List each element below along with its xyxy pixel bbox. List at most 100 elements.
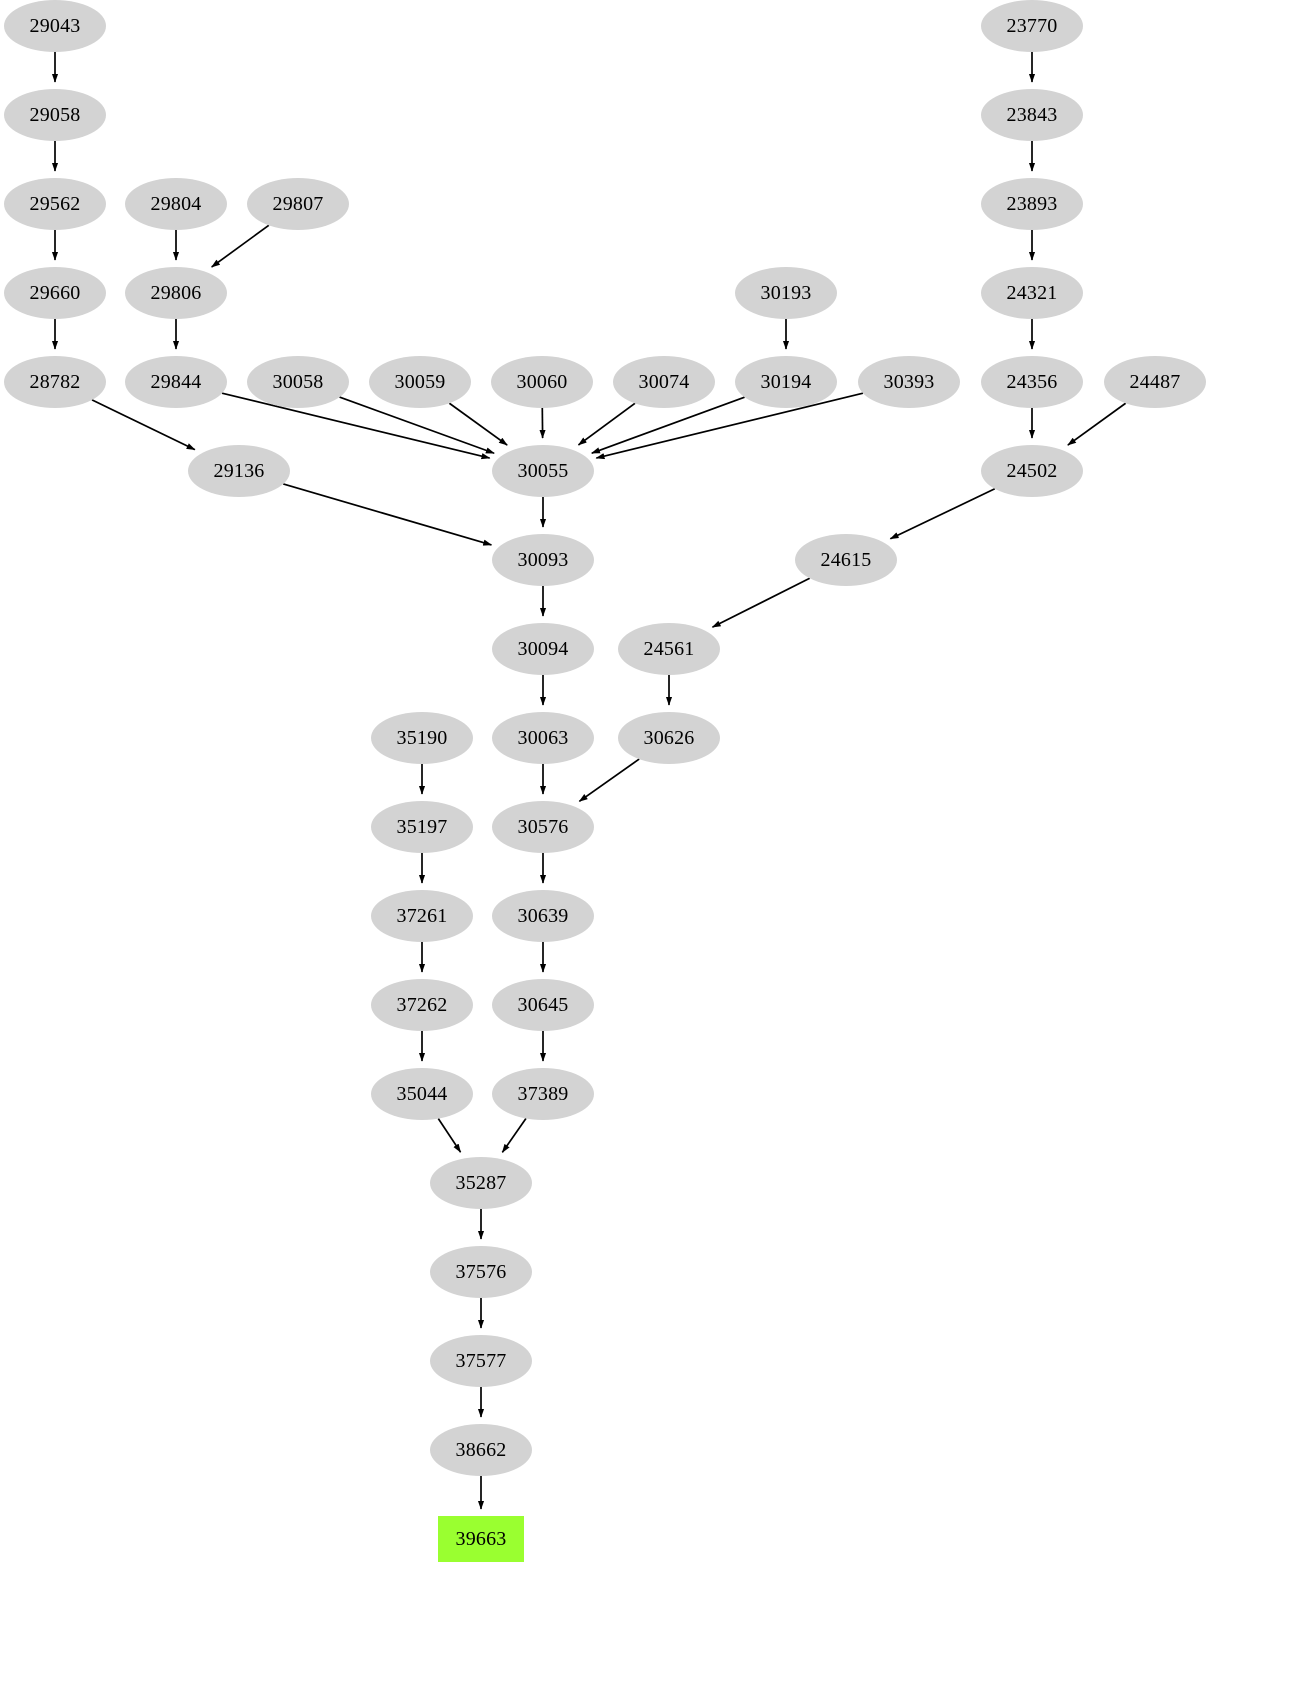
graph-node-24615[interactable]: 24615: [795, 534, 897, 586]
graph-node-label: 29807: [272, 193, 324, 215]
graph-node-label: 30393: [883, 371, 935, 393]
graph-node-30194[interactable]: 30194: [735, 356, 837, 408]
graph-node-label: 24615: [820, 549, 872, 571]
graph-node-label: 35044: [396, 1083, 448, 1105]
graph-node-29807[interactable]: 29807: [247, 178, 349, 230]
graph-node-35044[interactable]: 35044: [371, 1068, 473, 1120]
graph-node-label: 30193: [760, 282, 812, 304]
graph-node-label: 30063: [517, 727, 569, 749]
graph-edge: [577, 402, 636, 446]
graph-node-label: 39663: [455, 1528, 507, 1550]
graph-node-label: 30645: [517, 994, 569, 1016]
graph-node-30094[interactable]: 30094: [492, 623, 594, 675]
graph-node-label: 30639: [517, 905, 569, 927]
graph-node-label: 30059: [394, 371, 446, 393]
graph-node-29660[interactable]: 29660: [4, 267, 106, 319]
graph-node-label: 37389: [517, 1083, 569, 1105]
graph-node-label: 29804: [150, 193, 202, 215]
graph-node-23770[interactable]: 23770: [981, 0, 1083, 52]
graph-node-label: 30576: [517, 816, 569, 838]
graph-node-label: 30060: [516, 371, 568, 393]
graph-node-24356[interactable]: 24356: [981, 356, 1083, 408]
graph-node-label: 37577: [455, 1350, 507, 1372]
graph-node-30093[interactable]: 30093: [492, 534, 594, 586]
graph-node-30055[interactable]: 30055: [492, 445, 594, 497]
graph-node-label: 37261: [396, 905, 448, 927]
graph-node-29806[interactable]: 29806: [125, 267, 227, 319]
graph-node-28782[interactable]: 28782: [4, 356, 106, 408]
graph-node-label: 30094: [517, 638, 569, 660]
graph-node-label: 23770: [1006, 15, 1058, 37]
graph-node-label: 37576: [455, 1261, 507, 1283]
graph-node-30576[interactable]: 30576: [492, 801, 594, 853]
graph-node-label: 30058: [272, 371, 324, 393]
graph-node-30626[interactable]: 30626: [618, 712, 720, 764]
graph-node-label: 37262: [396, 994, 448, 1016]
graph-node-29562[interactable]: 29562: [4, 178, 106, 230]
graph-node-label: 29806: [150, 282, 202, 304]
graph-node-label: 29136: [213, 460, 265, 482]
graph-node-label: 29844: [150, 371, 202, 393]
graph-node-label: 28782: [29, 371, 81, 393]
graph-edge: [437, 1118, 462, 1153]
graph-node-29058[interactable]: 29058: [4, 89, 106, 141]
graph-node-35190[interactable]: 35190: [371, 712, 473, 764]
graph-edge: [578, 758, 640, 802]
graph-node-39663[interactable]: 39663: [438, 1516, 524, 1562]
graph-node-30059[interactable]: 30059: [369, 356, 471, 408]
graph-node-37261[interactable]: 37261: [371, 890, 473, 942]
graph-edge: [1067, 402, 1127, 446]
graph-node-29844[interactable]: 29844: [125, 356, 227, 408]
graph-node-30063[interactable]: 30063: [492, 712, 594, 764]
graph-node-label: 30074: [638, 371, 690, 393]
graph-node-label: 24502: [1006, 460, 1058, 482]
graph-node-label: 29562: [29, 193, 81, 215]
graph-node-label: 29660: [29, 282, 81, 304]
graph-edge: [282, 483, 493, 546]
graph-node-37576[interactable]: 37576: [430, 1246, 532, 1298]
graph-node-38662[interactable]: 38662: [430, 1424, 532, 1476]
graph-node-29136[interactable]: 29136: [188, 445, 290, 497]
graph-node-35287[interactable]: 35287: [430, 1157, 532, 1209]
graph-node-24502[interactable]: 24502: [981, 445, 1083, 497]
graph-node-30074[interactable]: 30074: [613, 356, 715, 408]
graph-edge: [711, 577, 811, 628]
graph-node-label: 23893: [1006, 193, 1058, 215]
graph-node-29043[interactable]: 29043: [4, 0, 106, 52]
graph-node-37389[interactable]: 37389: [492, 1068, 594, 1120]
graph-node-label: 30093: [517, 549, 569, 571]
graph-node-30193[interactable]: 30193: [735, 267, 837, 319]
graph-node-label: 30194: [760, 371, 812, 393]
graph-edge: [211, 224, 270, 268]
graph-node-label: 30626: [643, 727, 695, 749]
graph-node-24321[interactable]: 24321: [981, 267, 1083, 319]
graph-node-label: 24487: [1129, 371, 1181, 393]
graph-node-23843[interactable]: 23843: [981, 89, 1083, 141]
graph-node-37577[interactable]: 37577: [430, 1335, 532, 1387]
graph-node-30393[interactable]: 30393: [858, 356, 960, 408]
graph-node-35197[interactable]: 35197: [371, 801, 473, 853]
graph-edge: [501, 1118, 527, 1153]
graph-node-label: 35190: [396, 727, 448, 749]
graph-node-label: 24561: [643, 638, 695, 660]
graph-node-label: 29043: [29, 15, 81, 37]
graph-node-label: 30055: [517, 460, 569, 482]
graph-node-label: 35197: [396, 816, 448, 838]
graph-node-label: 29058: [29, 104, 81, 126]
graph-node-37262[interactable]: 37262: [371, 979, 473, 1031]
graph-node-label: 38662: [455, 1439, 507, 1461]
graph-edge: [889, 488, 996, 540]
graph-node-24561[interactable]: 24561: [618, 623, 720, 675]
graph-edge: [448, 402, 508, 446]
graph-node-label: 24321: [1006, 282, 1058, 304]
graph-node-30058[interactable]: 30058: [247, 356, 349, 408]
graph-node-label: 24356: [1006, 371, 1058, 393]
graph-node-24487[interactable]: 24487: [1104, 356, 1206, 408]
graph-node-29804[interactable]: 29804: [125, 178, 227, 230]
graph-node-30639[interactable]: 30639: [492, 890, 594, 942]
graph-node-23893[interactable]: 23893: [981, 178, 1083, 230]
graph-node-30060[interactable]: 30060: [491, 356, 593, 408]
graph-node-30645[interactable]: 30645: [492, 979, 594, 1031]
